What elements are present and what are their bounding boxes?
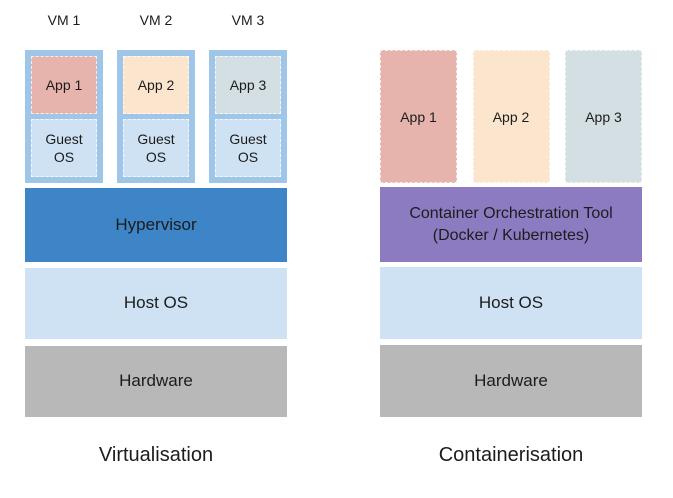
vm3-label: VM 3 xyxy=(231,12,265,28)
vm3-app-box: App 3 xyxy=(215,56,281,114)
vm1-label: VM 1 xyxy=(47,12,81,28)
container-app2-box: App 2 xyxy=(472,50,550,183)
virtualisation-panel: VM 1 VM 2 VM 3 App 1 Guest OS App 2 Gues… xyxy=(25,0,287,498)
virtualisation-caption: Virtualisation xyxy=(98,444,214,466)
vm1-app-box: App 1 xyxy=(31,56,97,114)
vm-row: App 1 Guest OS App 2 Guest OS App 3 Gues… xyxy=(25,50,287,183)
container-app1-box: App 1 xyxy=(380,50,457,183)
host-os-layer-right: Host OS xyxy=(380,267,642,339)
vm1-guest-os-box: Guest OS xyxy=(31,119,97,177)
containerisation-panel: App 1 App 2 App 3 Container Orchestratio… xyxy=(380,0,642,498)
vm-labels-row: VM 1 VM 2 VM 3 xyxy=(25,12,287,28)
vm2-guest-os-box: Guest OS xyxy=(123,119,189,177)
vm1-box: App 1 Guest OS xyxy=(25,50,103,183)
host-os-layer-left: Host OS xyxy=(25,268,287,339)
orchestration-tool-layer: Container Orchestration Tool (Docker / K… xyxy=(380,187,642,262)
hardware-layer-left: Hardware xyxy=(25,346,287,417)
containerisation-caption: Containerisation xyxy=(438,444,584,466)
hardware-layer-right: Hardware xyxy=(380,345,642,417)
container-app3-box: App 3 xyxy=(565,50,642,183)
hypervisor-layer: Hypervisor xyxy=(25,188,287,262)
vm2-box: App 2 Guest OS xyxy=(117,50,195,183)
container-apps-row: App 1 App 2 App 3 xyxy=(380,50,642,183)
vm3-box: App 3 Guest OS xyxy=(209,50,287,183)
vm2-app-box: App 2 xyxy=(123,56,189,114)
vm3-guest-os-box: Guest OS xyxy=(215,119,281,177)
vm2-label: VM 2 xyxy=(139,12,173,28)
